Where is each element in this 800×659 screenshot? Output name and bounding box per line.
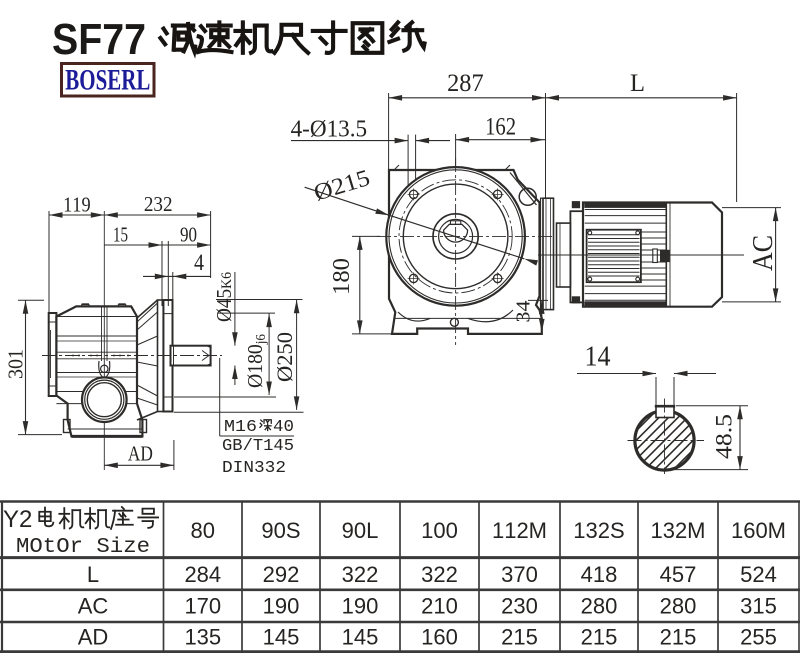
svg-text:BOSERL: BOSERL (65, 65, 150, 97)
svg-text:170: 170 (184, 594, 221, 619)
svg-text:190: 190 (263, 594, 300, 619)
svg-text:215: 215 (501, 625, 538, 650)
svg-text:190: 190 (342, 594, 379, 619)
svg-text:524: 524 (740, 562, 777, 587)
svg-text:322: 322 (421, 562, 458, 587)
svg-text:162: 162 (485, 114, 516, 141)
svg-text:457: 457 (660, 562, 697, 587)
svg-text:L: L (87, 562, 99, 587)
svg-text:232: 232 (144, 192, 173, 216)
svg-text:80: 80 (191, 518, 215, 543)
svg-text:MOtOr Size: MOtOr Size (16, 535, 150, 559)
svg-text:280: 280 (660, 594, 697, 619)
svg-text:4-Ø13.5: 4-Ø13.5 (291, 116, 368, 143)
svg-text:255: 255 (740, 625, 777, 650)
svg-text:L: L (630, 70, 645, 97)
svg-text:AC: AC (78, 594, 109, 619)
svg-text:15: 15 (113, 223, 128, 247)
svg-text:Ø180j6: Ø180j6 (243, 334, 269, 388)
svg-text:GB/T145: GB/T145 (222, 436, 294, 455)
svg-text:215: 215 (581, 625, 618, 650)
svg-text:315: 315 (740, 594, 777, 619)
svg-text:132M: 132M (650, 518, 705, 543)
svg-text:AC: AC (747, 235, 779, 271)
svg-text:370: 370 (501, 562, 538, 587)
svg-text:145: 145 (342, 625, 379, 650)
svg-text:292: 292 (263, 562, 300, 587)
svg-text:90: 90 (180, 223, 197, 247)
svg-text:284: 284 (184, 562, 221, 587)
svg-text:287: 287 (447, 70, 484, 97)
svg-text:100: 100 (421, 518, 458, 543)
svg-text:90L: 90L (342, 518, 379, 543)
svg-text:112M: 112M (492, 518, 547, 543)
svg-text:Ø250: Ø250 (272, 332, 297, 382)
svg-text:119: 119 (63, 193, 91, 217)
svg-text:14: 14 (585, 341, 611, 373)
svg-text:90S: 90S (261, 518, 300, 543)
svg-text:160M: 160M (731, 518, 786, 543)
svg-text:418: 418 (581, 562, 618, 587)
svg-text:132S: 132S (573, 518, 624, 543)
svg-text:40: 40 (273, 417, 294, 436)
svg-text:322: 322 (342, 562, 379, 587)
svg-text:160: 160 (421, 625, 458, 650)
svg-text:SF77: SF77 (52, 15, 146, 64)
svg-text:AD: AD (78, 625, 109, 650)
svg-text:280: 280 (581, 594, 618, 619)
svg-text:135: 135 (184, 625, 221, 650)
svg-text:180: 180 (328, 258, 355, 295)
svg-text:M16: M16 (224, 417, 257, 436)
svg-text:215: 215 (660, 625, 697, 650)
svg-text:AD: AD (128, 442, 153, 466)
svg-text:Y2: Y2 (3, 506, 32, 533)
svg-text:48.5: 48.5 (712, 414, 738, 459)
svg-text:4: 4 (194, 250, 204, 275)
svg-text:145: 145 (263, 625, 300, 650)
svg-text:DIN332: DIN332 (222, 458, 286, 477)
svg-text:210: 210 (421, 594, 458, 619)
svg-text:301: 301 (4, 349, 28, 379)
svg-text:230: 230 (501, 594, 538, 619)
svg-text:34: 34 (513, 301, 535, 323)
